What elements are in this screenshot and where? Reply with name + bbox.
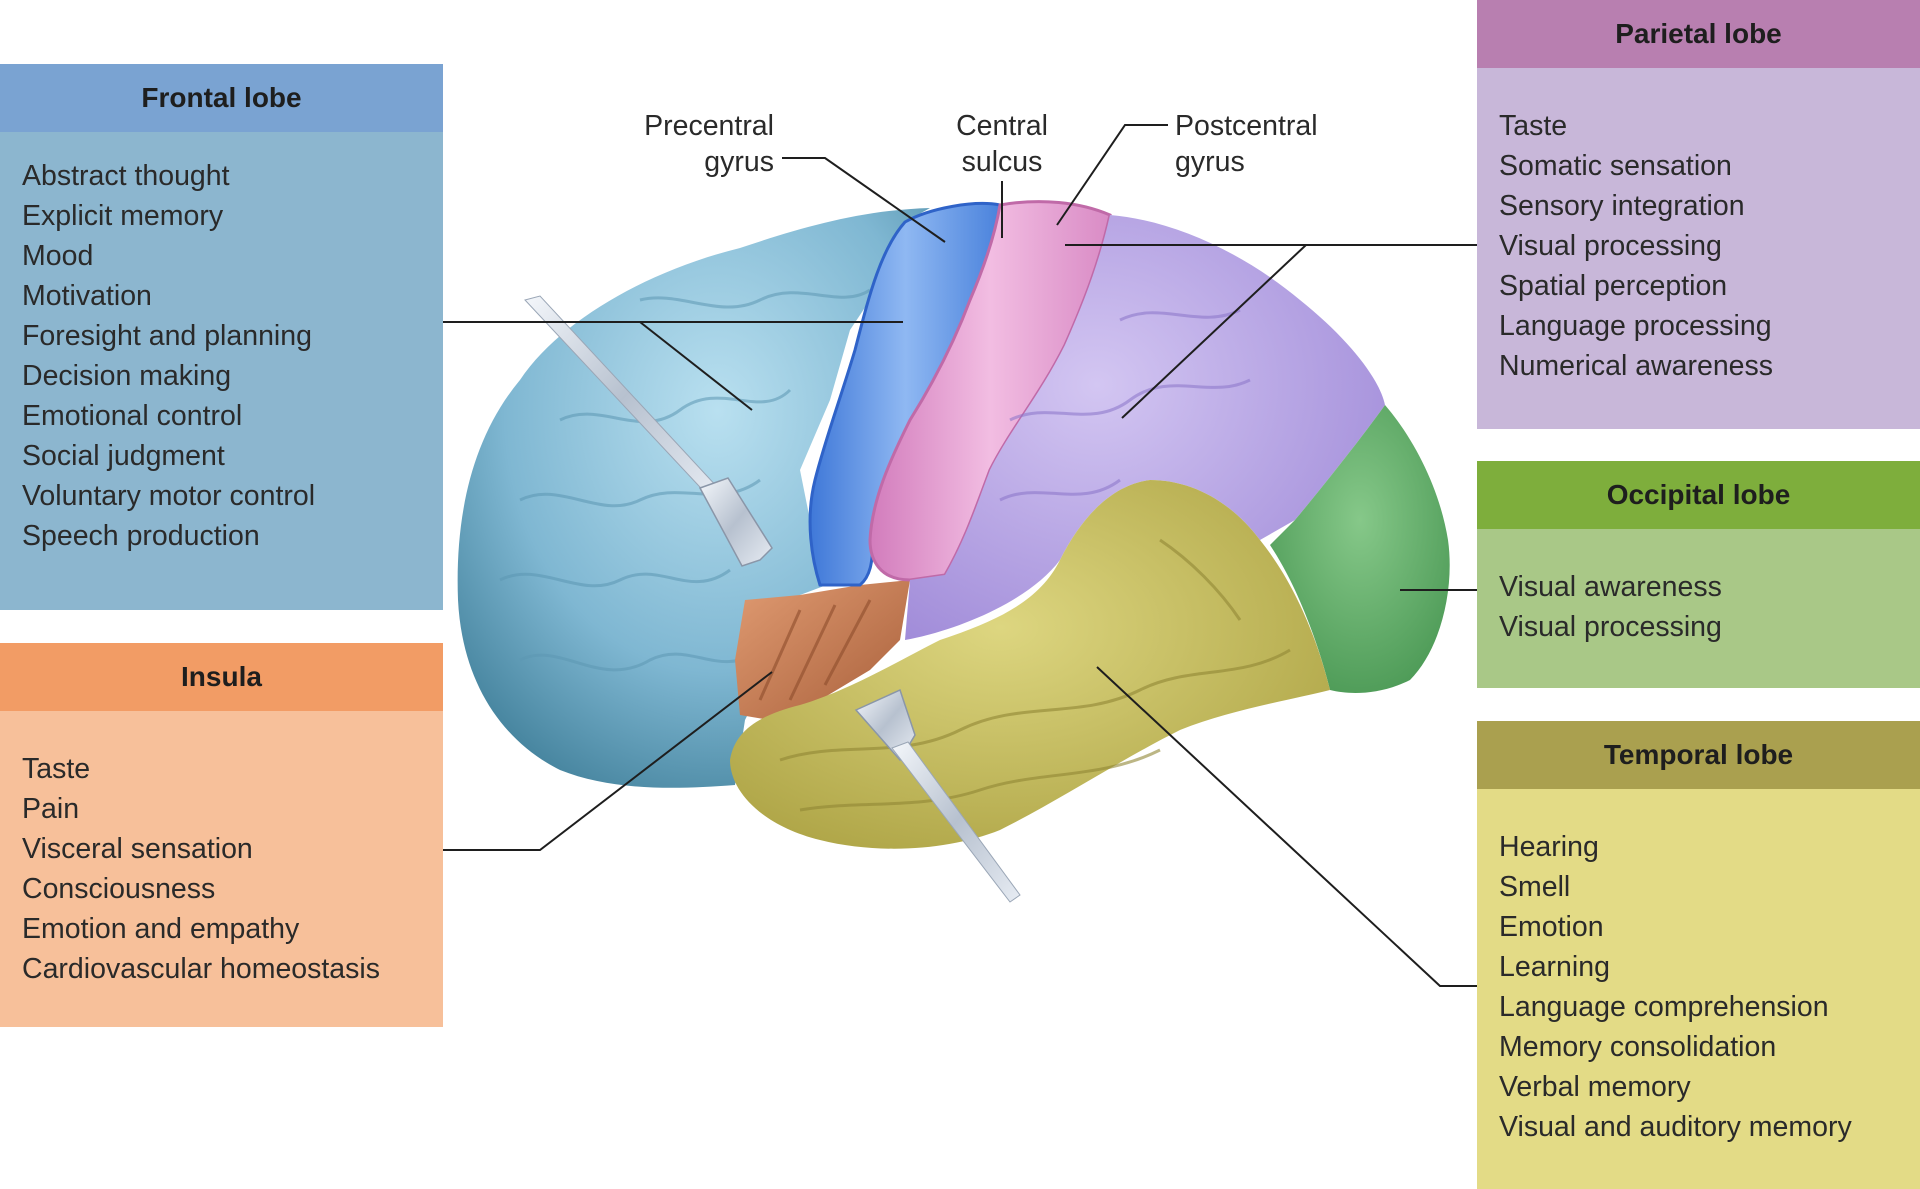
function-item: Language comprehension — [1499, 991, 1829, 1023]
function-item: Foresight and planning — [22, 320, 312, 352]
function-item: Explicit memory — [22, 200, 224, 232]
temporal-lobe-region — [730, 480, 1330, 849]
function-item: Voluntary motor control — [22, 480, 316, 512]
function-item: Somatic sensation — [1499, 150, 1732, 182]
function-item: Visual and auditory memory — [1499, 1111, 1852, 1143]
precentral-label-line2: gyrus — [704, 146, 774, 178]
function-item: Social judgment — [22, 440, 225, 472]
occipital-lobe-title: Occipital lobe — [1477, 461, 1920, 529]
function-item: Visual processing — [1499, 611, 1722, 643]
function-item: Emotional control — [22, 400, 243, 432]
function-item: Pain — [22, 793, 80, 825]
function-item: Memory consolidation — [1499, 1031, 1777, 1063]
function-item: Numerical awareness — [1499, 350, 1774, 382]
occipital-lobe-functions: Visual awareness Visual processing — [1477, 529, 1920, 647]
function-item: Emotion — [1499, 911, 1604, 943]
postcentral-leader-line — [1056, 124, 1168, 226]
parietal-lobe-functions: Taste Somatic sensation Sensory integrat… — [1477, 68, 1920, 386]
occipital-lobe-box: Occipital lobe Visual awareness Visual p… — [1477, 461, 1920, 688]
function-item: Learning — [1499, 951, 1610, 983]
frontal-lobe-functions: Abstract thought Explicit memory Mood Mo… — [0, 132, 443, 556]
leader-lines — [443, 124, 1477, 987]
postcentral-label-line2: gyrus — [1175, 146, 1245, 178]
function-item: Speech production — [22, 520, 260, 552]
occipital-lobe-region — [1270, 405, 1450, 693]
function-item: Language processing — [1499, 310, 1772, 342]
insula-gyri-lines — [758, 599, 872, 701]
function-item: Taste — [22, 753, 91, 785]
postcentral-gyrus-label: Postcentral gyrus — [1175, 108, 1355, 180]
central-sulcus-label: Central sulcus — [950, 108, 1054, 180]
temporal-gyri-lines — [779, 538, 1291, 812]
postcentral-label-line1: Postcentral — [1175, 110, 1318, 142]
function-item: Verbal memory — [1499, 1071, 1691, 1103]
function-item: Consciousness — [22, 873, 216, 905]
parietal-leader-branch — [1121, 244, 1307, 419]
temporal-leader-line — [1096, 666, 1477, 987]
parietal-lobe-box: Parietal lobe Taste Somatic sensation Se… — [1477, 0, 1920, 429]
function-item: Visual processing — [1499, 230, 1722, 262]
lower-retractor-icon — [854, 688, 1021, 903]
precentral-gyrus-label: Precentral gyrus — [632, 108, 774, 180]
frontal-lobe-title: Frontal lobe — [0, 64, 443, 132]
function-item: Visual awareness — [1499, 571, 1722, 603]
parietal-lobe-title: Parietal lobe — [1477, 0, 1920, 68]
function-item: Sensory integration — [1499, 190, 1745, 222]
frontal-leader-branch — [639, 321, 753, 411]
insula-functions: Taste Pain Visceral sensation Consciousn… — [0, 711, 443, 989]
temporal-lobe-box: Temporal lobe Hearing Smell Emotion Lear… — [1477, 721, 1920, 1189]
precentral-label-line1: Precentral — [644, 110, 774, 142]
upper-retractor-icon — [524, 295, 773, 567]
parietal-lobe-region — [905, 215, 1385, 640]
function-item: Cardiovascular homeostasis — [22, 953, 380, 985]
temporal-lobe-functions: Hearing Smell Emotion Learning Language … — [1477, 789, 1920, 1147]
frontal-lobe-box: Frontal lobe Abstract thought Explicit m… — [0, 64, 443, 610]
central-label-line1: Central — [956, 110, 1048, 142]
insula-box: Insula Taste Pain Visceral sensation Con… — [0, 643, 443, 1027]
function-item: Mood — [22, 240, 94, 272]
insula-leader-line — [443, 671, 773, 851]
function-item: Spatial perception — [1499, 270, 1728, 302]
function-item: Decision making — [22, 360, 232, 392]
function-item: Motivation — [22, 280, 152, 312]
function-item: Taste — [1499, 110, 1568, 142]
function-item: Hearing — [1499, 831, 1599, 863]
insula-title: Insula — [0, 643, 443, 711]
temporal-lobe-title: Temporal lobe — [1477, 721, 1920, 789]
insula-region — [735, 580, 910, 720]
central-label-line2: sulcus — [961, 146, 1043, 178]
function-item: Emotion and empathy — [22, 913, 300, 945]
function-item: Visceral sensation — [22, 833, 253, 865]
precentral-leader-line — [782, 157, 946, 243]
parietal-gyri-lines — [999, 308, 1251, 502]
function-item: Smell — [1499, 871, 1571, 903]
function-item: Abstract thought — [22, 160, 230, 192]
